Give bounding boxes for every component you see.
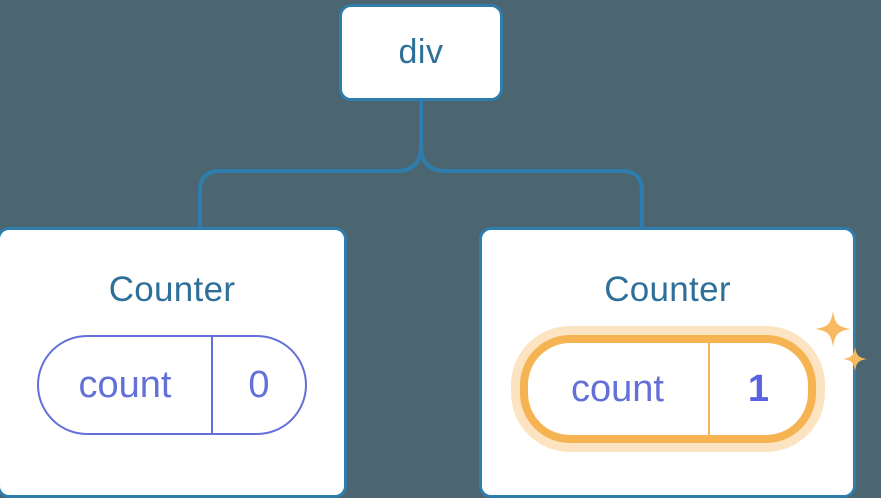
counter-right-state-key: count — [571, 367, 664, 410]
node-counter-left[interactable]: Counter count 0 — [0, 227, 347, 498]
connector-to-right-child — [419, 99, 644, 230]
node-div-label: div — [398, 33, 444, 71]
sparkle-icon — [814, 311, 867, 371]
counter-left-state-pill[interactable]: count 0 — [37, 335, 307, 435]
sparkle-large-icon — [814, 311, 851, 347]
counter-left-state-key: count — [78, 363, 172, 406]
counter-right-state-pill[interactable]: count 1 — [519, 335, 816, 443]
connector-to-left-child — [198, 99, 423, 230]
sparkle-small-icon — [842, 347, 867, 371]
node-div[interactable]: div — [339, 4, 503, 101]
counter-right-state-value: 1 — [707, 343, 808, 435]
counter-right-title: Counter — [604, 270, 731, 309]
counter-left-state-value: 0 — [211, 337, 305, 433]
counter-right-state-pill-wrap: count 1 — [519, 311, 867, 443]
node-counter-right[interactable]: Counter count 1 — [479, 227, 867, 498]
counter-left-state-pill-wrap: count 0 — [37, 335, 307, 435]
counter-left-title: Counter — [108, 270, 236, 309]
